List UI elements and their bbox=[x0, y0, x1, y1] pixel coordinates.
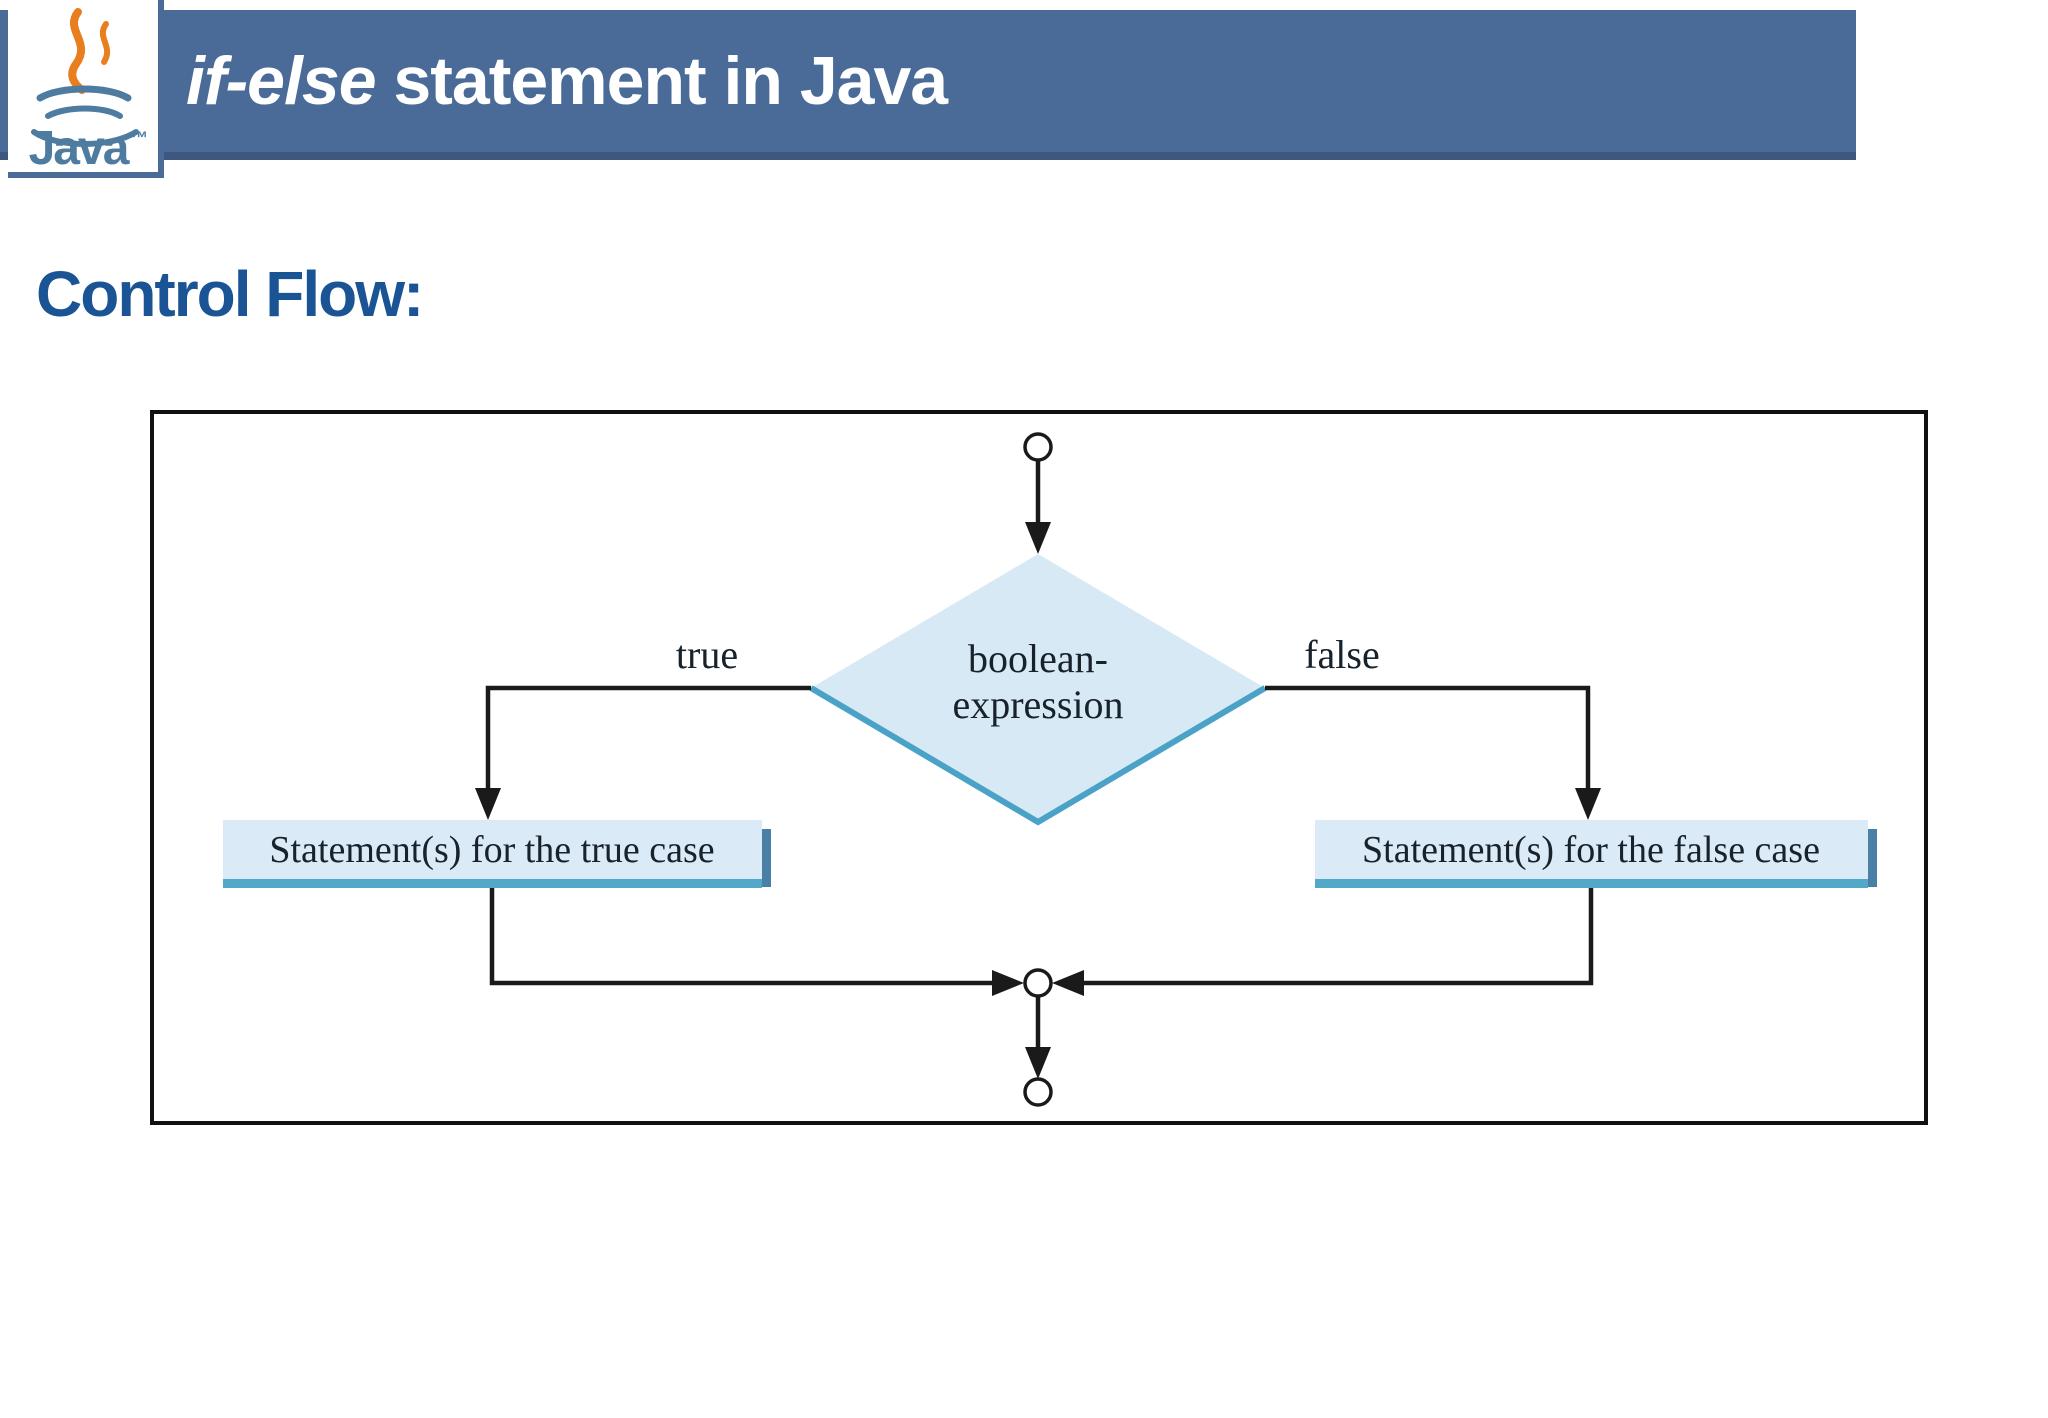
title-rest: statement in Java bbox=[375, 43, 948, 119]
page-title: if-else statement in Java bbox=[186, 47, 948, 115]
true-edge bbox=[485, 685, 811, 790]
false-box-body bbox=[1315, 820, 1868, 879]
end-circle bbox=[1023, 1077, 1053, 1107]
true-arrowhead bbox=[475, 788, 501, 820]
condition-label-line2: expression bbox=[952, 682, 1123, 727]
java-cup-arc-1 bbox=[36, 85, 132, 102]
false-box-label: Statement(s) for the false case bbox=[1362, 829, 1820, 871]
start-circle bbox=[1023, 432, 1053, 462]
java-logo-box: Java ™ bbox=[8, 0, 164, 178]
entry-arrowhead bbox=[1025, 522, 1051, 554]
condition-diamond-edge bbox=[809, 685, 1267, 826]
false-label: false bbox=[1304, 632, 1380, 677]
false-box-right-shadow bbox=[1868, 829, 1877, 887]
false-arrowhead bbox=[1575, 788, 1601, 820]
diagram-frame bbox=[150, 410, 1928, 1125]
merge-arrowhead-right bbox=[1052, 970, 1084, 996]
true-statement-box: Statement(s) for the true case bbox=[223, 820, 771, 888]
header-bar: if-else statement in Java bbox=[0, 10, 1856, 160]
java-plate-arc bbox=[31, 129, 139, 147]
java-logo-icon: Java ™ bbox=[29, 8, 148, 175]
title-keyword: if-else bbox=[186, 43, 377, 119]
true-box-label: Statement(s) for the true case bbox=[269, 829, 714, 871]
section-heading: Control Flow: bbox=[36, 258, 424, 330]
merge-circle bbox=[1023, 968, 1053, 998]
java-steam-icon bbox=[68, 8, 86, 94]
true-box-bottom-edge bbox=[223, 879, 762, 888]
true-box-body bbox=[223, 820, 762, 879]
java-wordmark: Java bbox=[29, 122, 130, 172]
true-merge-edge bbox=[489, 888, 992, 986]
false-statement-box: Statement(s) for the false case bbox=[1315, 820, 1877, 888]
java-cup-arc-2 bbox=[45, 105, 123, 119]
false-edge bbox=[1265, 685, 1591, 790]
control-flow-diagram: boolean- expression true false Statement… bbox=[150, 410, 1928, 1125]
condition-label-line1: boolean- bbox=[968, 636, 1108, 681]
true-box-right-shadow bbox=[762, 829, 771, 887]
merge-arrowhead-left bbox=[992, 970, 1024, 996]
java-trademark: ™ bbox=[130, 128, 148, 148]
false-merge-edge bbox=[1084, 888, 1594, 986]
false-box-bottom-edge bbox=[1315, 879, 1868, 888]
true-label: true bbox=[676, 632, 738, 677]
java-steam-small-icon bbox=[99, 21, 111, 65]
exit-arrowhead bbox=[1025, 1047, 1051, 1079]
